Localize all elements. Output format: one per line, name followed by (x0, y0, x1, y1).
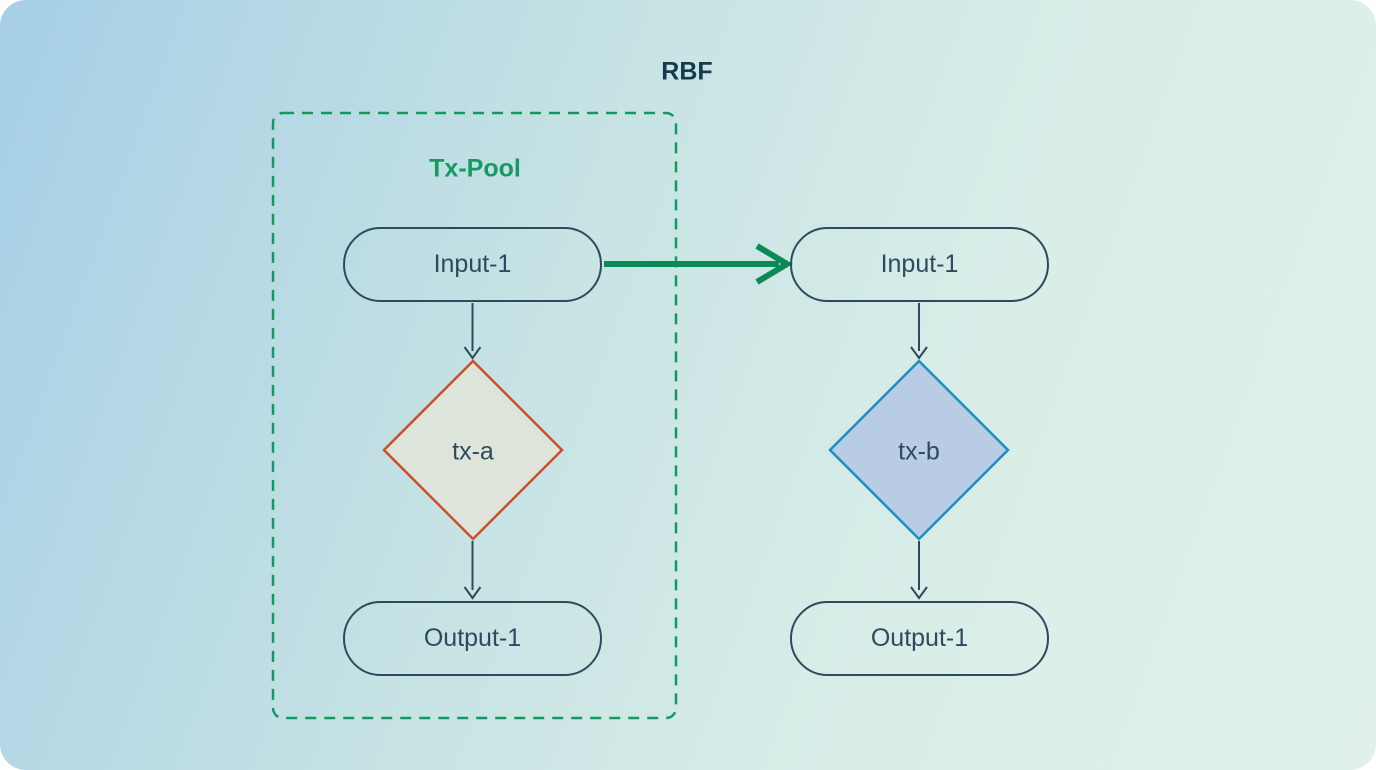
input-node-left: Input-1 (343, 227, 602, 302)
input-node-right: Input-1 (790, 227, 1049, 302)
tx-a-diamond-node (382, 359, 564, 541)
tx-b-diamond-node (828, 359, 1010, 541)
output-node-left: Output-1 (343, 601, 602, 676)
arrowhead-left-lower-icon (463, 586, 482, 600)
output-node-left-label: Output-1 (423, 624, 522, 652)
arrowhead-right-lower-icon (910, 586, 928, 600)
output-node-right-label: Output-1 (870, 624, 969, 652)
arrowhead-right-upper-icon (910, 346, 928, 360)
input-node-left-label: Input-1 (433, 250, 512, 278)
tx-pool-boundary (271, 111, 678, 720)
tx-b-diamond-label: tx-b (898, 437, 940, 466)
page-title: RBF (661, 57, 713, 86)
output-node-right: Output-1 (790, 601, 1049, 676)
rbf-replace-arrowhead-icon (755, 243, 793, 285)
tx-a-diamond-label: tx-a (452, 437, 494, 466)
input-node-right-label: Input-1 (880, 250, 959, 278)
arrowhead-left-upper-icon (463, 346, 482, 360)
tx-pool-label: Tx-Pool (429, 154, 521, 183)
